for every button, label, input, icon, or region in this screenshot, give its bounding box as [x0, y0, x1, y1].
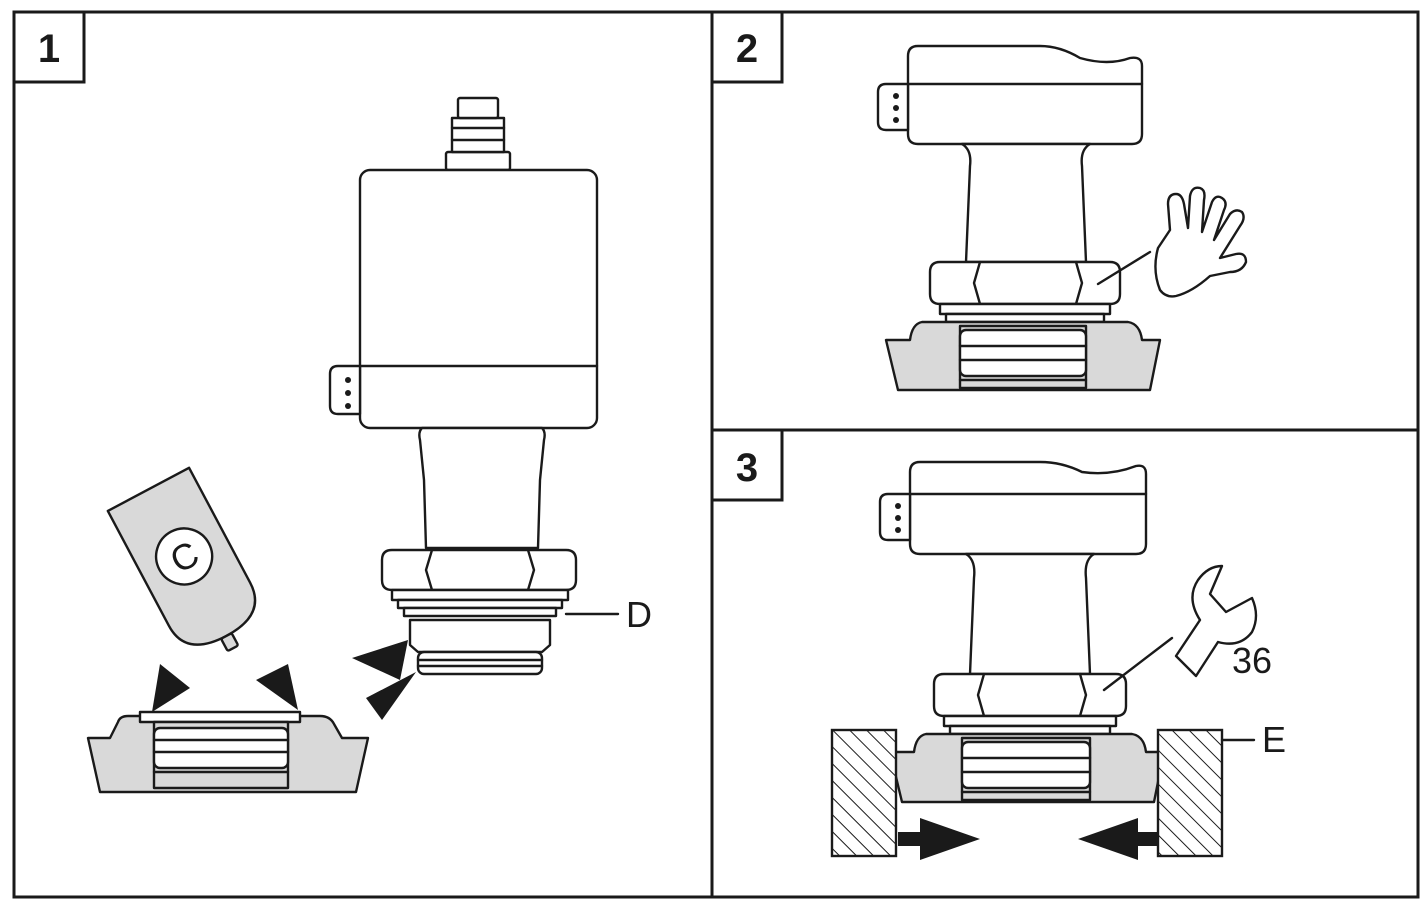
- weld-adapter: [86, 710, 370, 794]
- sensor-housing-cut: [906, 44, 1144, 146]
- triangle-arrow-icon: [352, 640, 408, 680]
- panel-2: [876, 44, 1248, 392]
- led-tab: [878, 492, 912, 542]
- panel-1: D C: [86, 96, 652, 794]
- sensor-partial: [876, 44, 1144, 324]
- hex-nut: [380, 548, 578, 592]
- wrench-size-label: 36: [1232, 640, 1272, 681]
- hex-nut: [932, 672, 1128, 718]
- sensor-neck: [418, 426, 546, 550]
- sensor-full: [328, 96, 599, 676]
- led-tab: [328, 364, 362, 416]
- step-3-number-box: 3: [710, 428, 784, 502]
- sensor-housing-cut: [908, 460, 1148, 556]
- triangle-arrow-icon: [256, 664, 298, 710]
- step-2-number-box: 2: [710, 10, 784, 84]
- clamp-arrow-left-icon: [1078, 818, 1158, 860]
- triangle-arrow-icon: [366, 672, 416, 720]
- fixture-left: [830, 728, 898, 858]
- panel-3: E 36: [830, 460, 1286, 860]
- fixture-right: [1156, 728, 1224, 858]
- seal-label: D: [626, 594, 652, 635]
- step-1-number: 1: [38, 27, 60, 71]
- hand-stop-icon: [1154, 186, 1248, 298]
- hand-leader-line: [1096, 250, 1152, 286]
- step-2-number: 2: [736, 27, 758, 71]
- weld-adapter-installed: [884, 320, 1162, 392]
- step-1-number-box: 1: [12, 10, 86, 84]
- clamp-arrow-right-icon: [898, 818, 980, 860]
- led-tab: [876, 82, 910, 132]
- weld-adapter-installed: [888, 732, 1166, 804]
- fixture-label: E: [1262, 719, 1286, 760]
- sensor-housing: [358, 168, 599, 430]
- cartridge-c: C: [106, 466, 257, 652]
- triangle-arrow-icon: [152, 664, 190, 712]
- wrench-leader-line: [1102, 636, 1174, 692]
- step-3-number: 3: [736, 446, 758, 490]
- wrench-icon: [1174, 564, 1258, 678]
- thread-connection: [408, 618, 552, 676]
- sensor-partial: [878, 460, 1148, 736]
- connector-plug: [444, 96, 512, 172]
- hex-nut: [928, 260, 1122, 306]
